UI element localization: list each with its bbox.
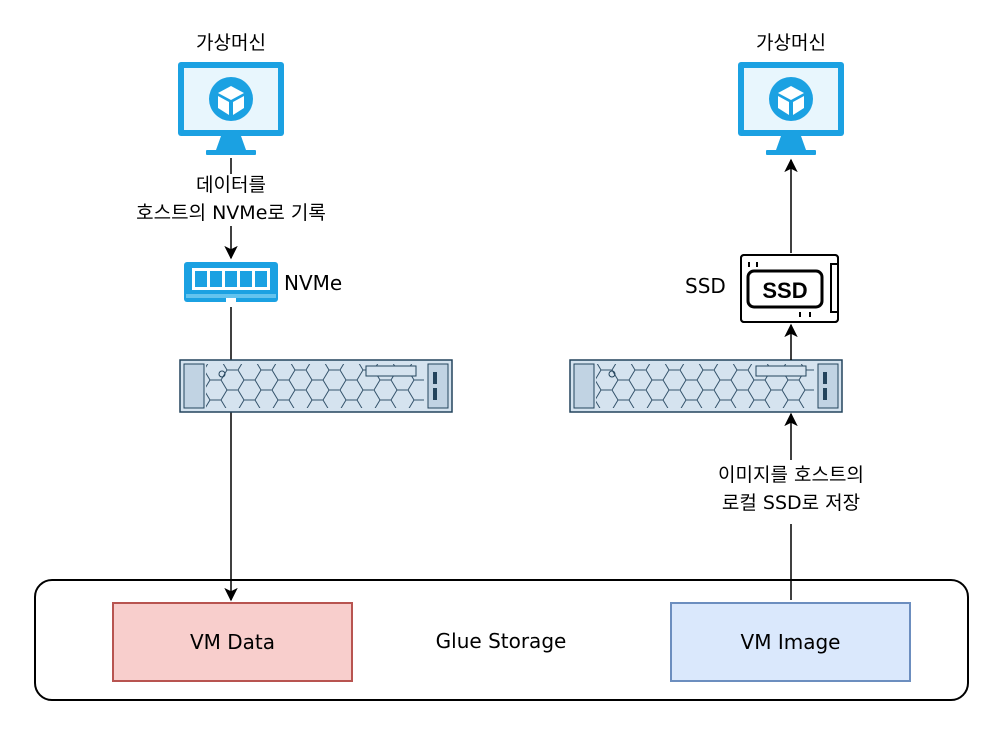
right-vm-label: 가상머신 — [756, 32, 826, 54]
left-vm-label: 가상머신 — [196, 32, 266, 54]
nvme-memory-icon — [184, 262, 278, 304]
right-edge-label-line2: 로컬 SSD로 저장 — [721, 492, 861, 514]
nvme-label: NVMe — [284, 271, 343, 295]
left-edge-label-line2: 호스트의 NVMe로 기록 — [136, 202, 326, 224]
glue-storage-label: Glue Storage — [435, 629, 567, 653]
vm-image-label: VM Image — [740, 630, 841, 654]
ssd-label: SSD — [685, 274, 726, 298]
right-rack-server-icon — [569, 359, 843, 413]
ssd-chip-text: SSD — [762, 278, 807, 303]
vm-data-box: VM Data — [112, 602, 353, 682]
right-edge-label-line1: 이미지를 호스트의 — [718, 464, 864, 486]
vm-data-label: VM Data — [189, 630, 276, 654]
left-rack-server-icon — [179, 359, 453, 413]
glue-storage-container — [34, 579, 969, 701]
vm-image-box: VM Image — [670, 602, 911, 682]
left-virtual-machine-icon — [178, 62, 284, 155]
right-virtual-machine-icon — [738, 62, 844, 155]
left-edge-label-line1: 데이터를 — [196, 174, 266, 196]
ssd-icon: SSD — [740, 254, 839, 323]
